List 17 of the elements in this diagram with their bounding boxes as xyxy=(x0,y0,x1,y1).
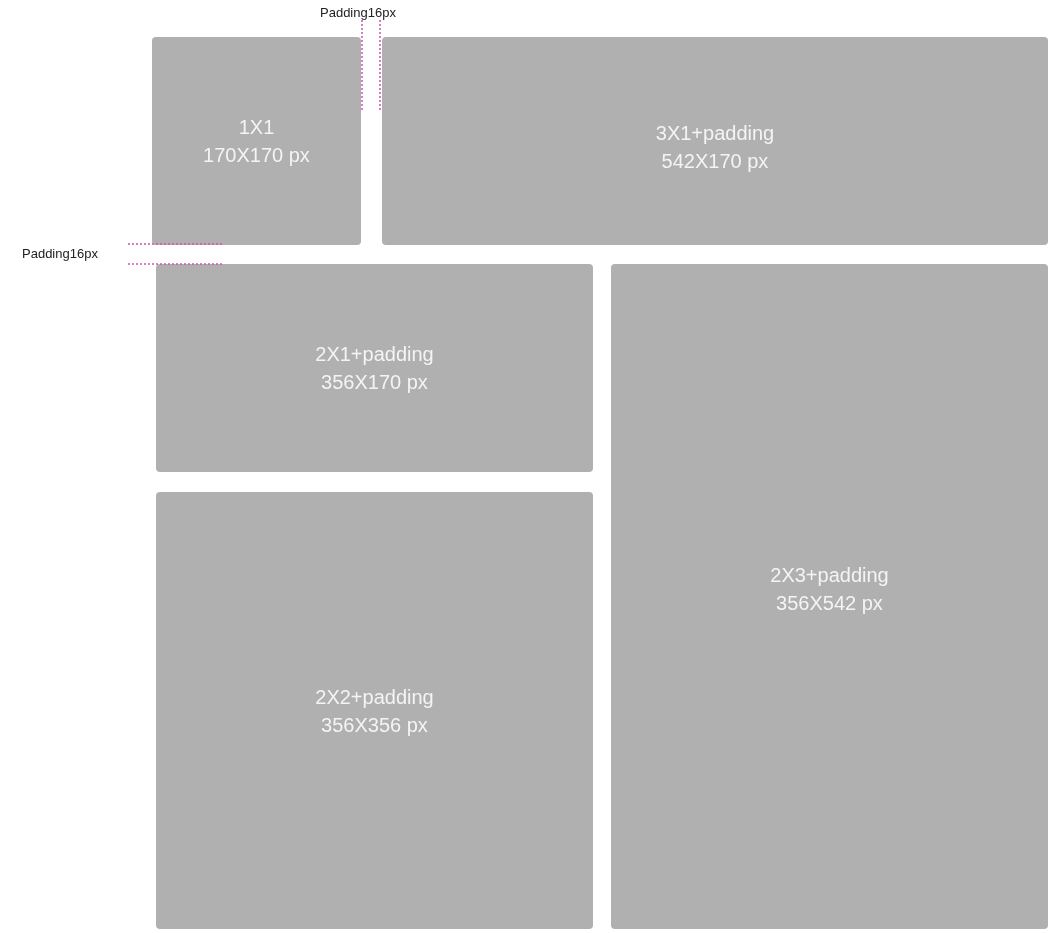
tile-name: 2X1+padding xyxy=(315,342,434,367)
dimension-label: Padding16px xyxy=(320,5,396,21)
grid-tile xyxy=(611,264,1048,929)
tile-size: 356X356 px xyxy=(321,712,428,738)
dimension-label: Padding16px xyxy=(22,246,98,262)
tile-name: 2X2+padding xyxy=(315,684,434,710)
tile-size: 356X170 px xyxy=(321,370,428,395)
tile-name: 1X1 xyxy=(238,115,275,140)
tile-size: 170X170 px xyxy=(203,143,310,168)
tile-name: 3X1+padding xyxy=(655,121,775,146)
tile-size: 356X542 px xyxy=(776,590,883,616)
grid-tile xyxy=(382,37,1048,245)
grid-tile xyxy=(156,492,593,929)
tile-name: 2X3+padding xyxy=(770,562,889,588)
grid-tile xyxy=(152,37,361,245)
grid-tile xyxy=(156,264,593,472)
tile-size: 542X170 px xyxy=(661,149,769,174)
